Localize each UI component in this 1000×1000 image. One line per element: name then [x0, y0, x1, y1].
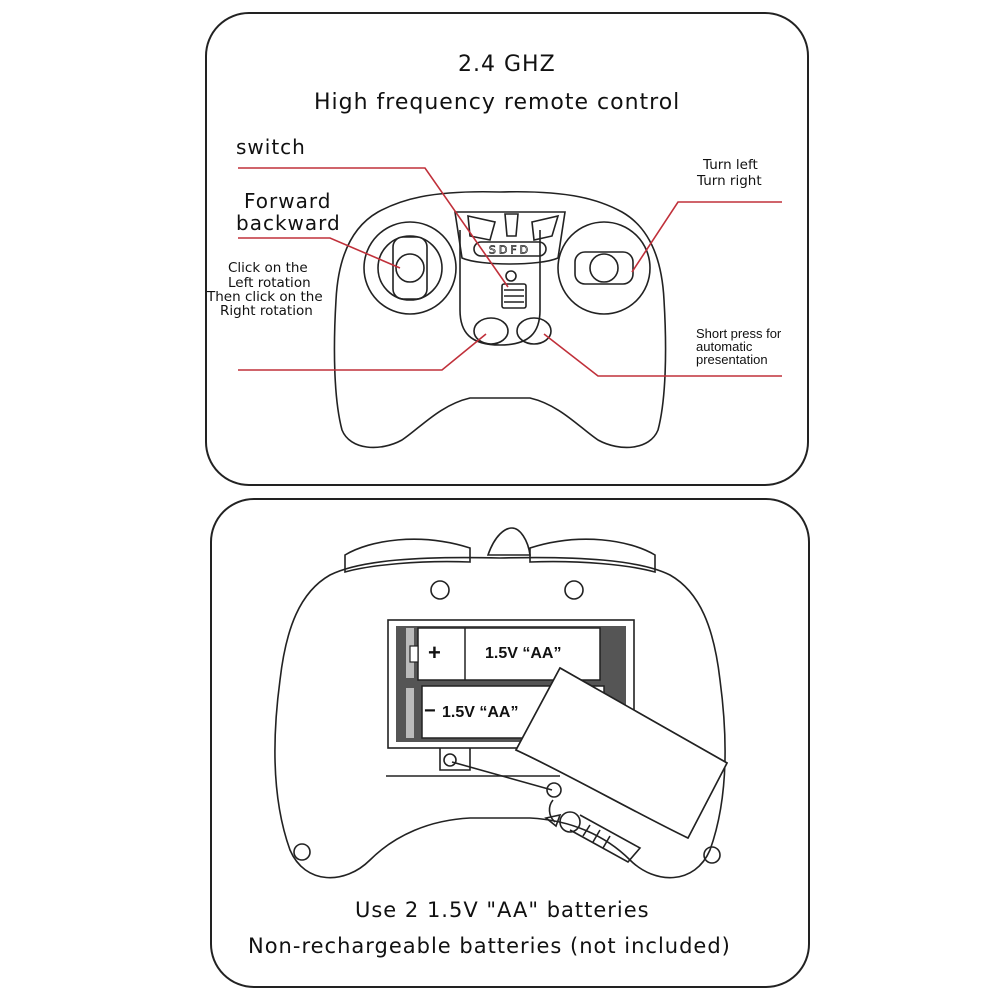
battery2-label: 1.5V “AA”: [442, 704, 519, 721]
label-switch: switch: [236, 135, 306, 159]
label-click-4: Right rotation: [220, 303, 313, 319]
battery2-sign: −: [424, 700, 436, 722]
top-panel: [205, 12, 809, 486]
label-backward: backward: [236, 211, 341, 235]
title-frequency: 2.4 GHZ: [458, 52, 556, 77]
label-click-2: Left rotation: [228, 275, 311, 291]
title-remote-control: High frequency remote control: [314, 90, 681, 115]
label-short-press-2: automatic: [696, 339, 753, 354]
label-short-press-1: Short press for: [696, 326, 782, 341]
label-click-1: Click on the: [228, 260, 308, 276]
controller-front: [333, 190, 667, 449]
label-click-3: Then click on the: [207, 289, 323, 305]
label-turn-left: Turn left: [703, 157, 758, 173]
caption-not-included: Non-rechargeable batteries (not included…: [248, 934, 731, 958]
label-forward: Forward: [244, 189, 332, 213]
caption-batteries: Use 2 1.5V "AA" batteries: [355, 898, 650, 922]
label-turn-right: Turn right: [697, 173, 762, 189]
battery1-sign: +: [428, 640, 441, 665]
label-short-press-3: presentation: [696, 352, 768, 367]
callout-lines: [238, 167, 782, 377]
logo-text: SDFD: [489, 244, 531, 257]
battery1-label: 1.5V “AA”: [485, 645, 562, 662]
